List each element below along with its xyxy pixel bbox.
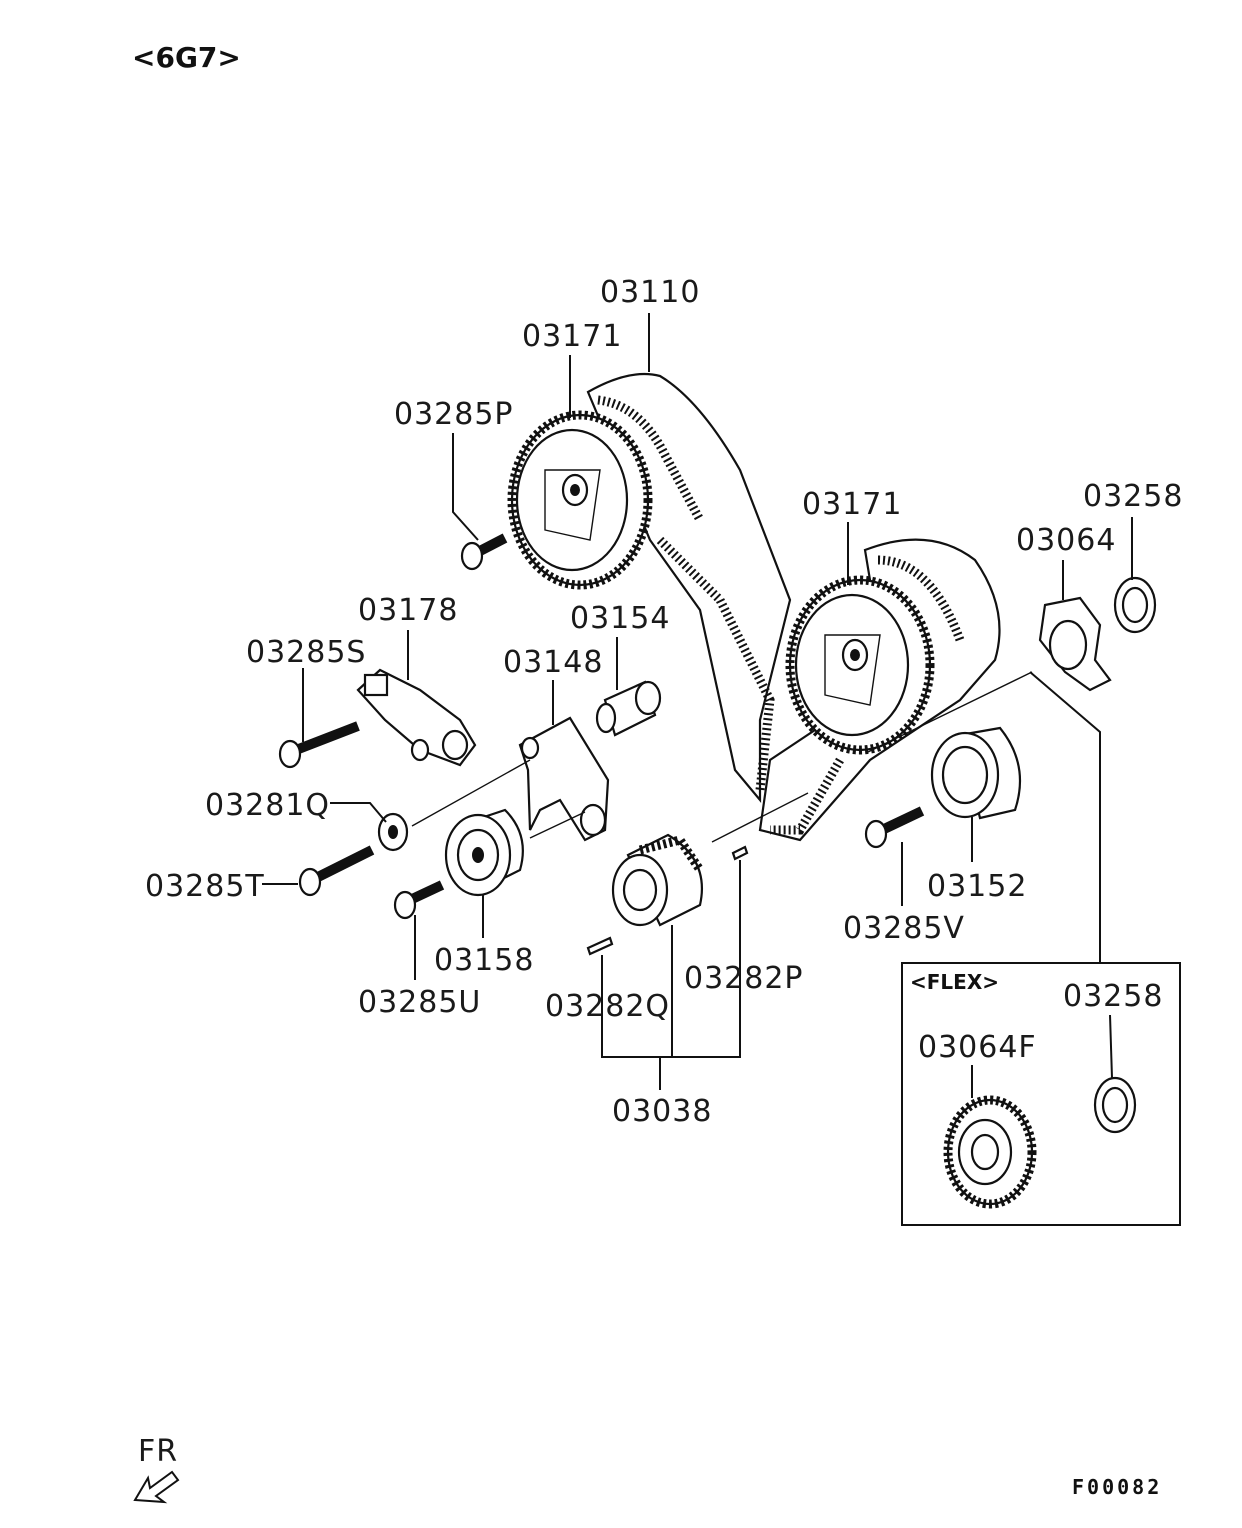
key-03282q [586, 936, 614, 956]
crank-sprocket [611, 833, 704, 927]
shaft [595, 680, 662, 737]
label-spacer-flex: 03258 [1063, 979, 1163, 1014]
label-crank-plate-flex: 03064F [918, 1030, 1037, 1065]
label-washer: 03281Q [205, 788, 330, 823]
crank-plate-flex [943, 1095, 1037, 1209]
label-belt: 03110 [600, 275, 700, 310]
spacer-flex [1093, 1076, 1137, 1134]
engine-code-title: <6G7> [132, 41, 241, 74]
bolt-03285t [298, 845, 375, 897]
label-crank-plate: 03064 [1016, 523, 1116, 558]
front-direction-indicator: FR [133, 1434, 180, 1504]
cam-sprocket-left [507, 410, 653, 590]
bolt-03285p [460, 533, 508, 571]
tensioner-pulley [444, 808, 524, 897]
label-shaft: 03154 [570, 601, 670, 636]
cam-sprocket-right [785, 575, 935, 755]
label-bolt-03285t: 03285T [145, 869, 265, 904]
label-bolt-03285u: 03285U [358, 985, 481, 1020]
label-tensioner-arm: 03148 [503, 645, 603, 680]
flex-inset-title: <FLEX> [910, 970, 999, 994]
spacer-top [1113, 576, 1157, 634]
idler-pulley [930, 726, 1022, 820]
bolt-03285v [864, 806, 925, 849]
bolt-03285u [393, 880, 445, 920]
tensioner-lifter [356, 668, 477, 767]
washer [377, 812, 409, 852]
assembly-axis-lines [411, 671, 1033, 843]
label-tensioner-pulley: 03158 [434, 943, 534, 978]
label-bolt-03285s: 03285S [246, 635, 366, 670]
label-key-03282p: 03282P [684, 961, 804, 996]
figure-code: F00082 [1072, 1475, 1162, 1499]
key-03282p [731, 845, 749, 861]
crank-plate [1038, 596, 1112, 692]
label-bolt-03285p: 03285P [394, 397, 514, 432]
label-key-03282q: 03282Q [545, 989, 670, 1024]
label-cam-sprocket-left: 03171 [522, 319, 622, 354]
tensioner-arm [518, 716, 610, 842]
label-tensioner-lifter: 03178 [358, 593, 458, 628]
flex-inset: <FLEX> [901, 962, 1181, 1226]
label-crank-group: 03038 [612, 1094, 712, 1129]
bolt-03285s [278, 721, 360, 769]
label-bolt-03285v: 03285V [843, 911, 965, 946]
front-arrow-icon [133, 1470, 180, 1504]
label-idler-pulley: 03152 [927, 869, 1027, 904]
front-label: FR [138, 1434, 178, 1469]
leader-lines [262, 313, 1133, 1098]
label-cam-sprocket-right: 03171 [802, 487, 902, 522]
label-spacer-top: 03258 [1083, 479, 1183, 514]
